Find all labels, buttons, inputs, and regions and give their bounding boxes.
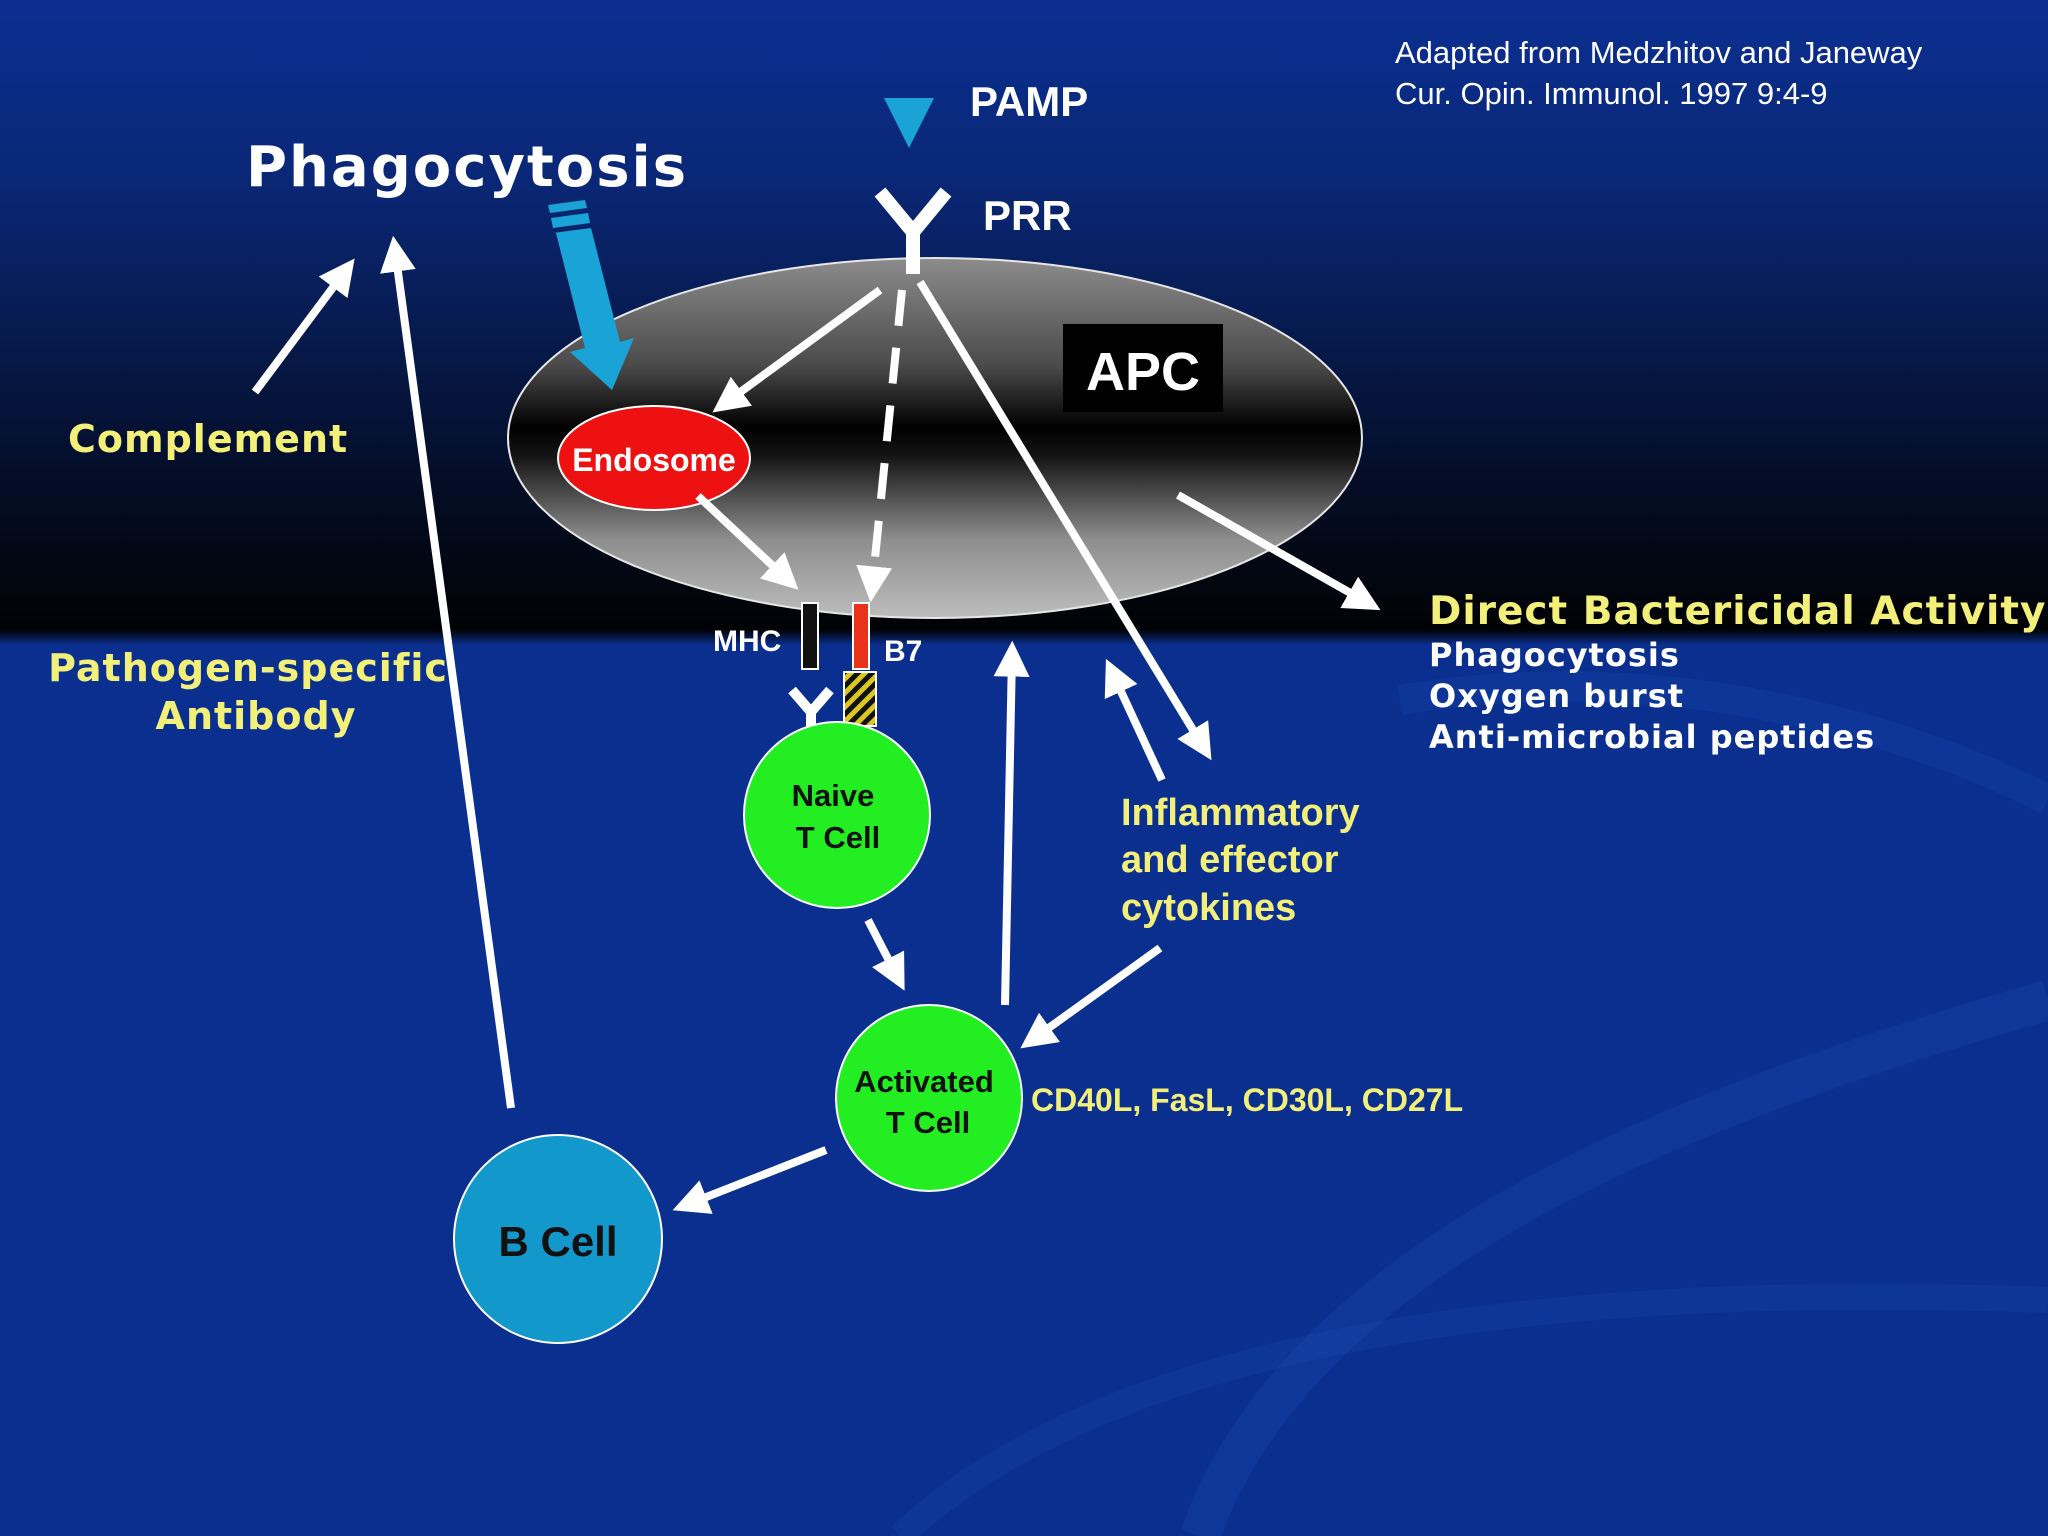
arrow-apc-to-bactericidal [1176, 491, 1381, 611]
pathogen-antibody-label-1: Pathogen-specific [48, 646, 448, 690]
activated-t-cell [835, 1004, 1023, 1192]
arrow-cytokines-to-apc [1104, 658, 1166, 782]
b7-label: B7 [884, 635, 922, 668]
arrow-activated-to-bcell [672, 1146, 828, 1214]
b-cell-label: B Cell [498, 1218, 617, 1265]
phagocytosis-title: Phagocytosis [246, 135, 688, 200]
prr-label: PRR [983, 192, 1072, 239]
arrow-bcell-to-phagocytosis [380, 235, 515, 1109]
cytokines-label-2: and effector [1121, 839, 1339, 881]
naive-t-cell-label-2: T Cell [796, 820, 880, 855]
naive-t-cell [743, 721, 931, 909]
bactericidal-item: Phagocytosis [1429, 636, 1680, 674]
activated-t-cell-label-2: T Cell [886, 1105, 970, 1140]
mhc-molecule [801, 602, 819, 670]
endosome-label: Endosome [572, 442, 736, 478]
arrow-endosome-to-mhc [695, 493, 799, 590]
naive-t-cell-label-1: Naive [792, 778, 875, 813]
arrow-prr-to-endosome [712, 286, 883, 413]
activated-t-cell-label-1: Activated [854, 1064, 994, 1099]
apc-label: APC [1086, 342, 1200, 402]
bactericidal-title: Direct Bactericidal Activity [1429, 589, 2046, 634]
pathogen-antibody-label-2: Antibody [156, 694, 357, 738]
bactericidal-item: Oxygen burst [1429, 677, 1684, 715]
mhc-label: MHC [713, 625, 781, 658]
arrow-complement-to-phagocytosis [251, 258, 355, 395]
citation-line-2: Cur. Opin. Immunol. 1997 9:4-9 [1395, 76, 1828, 111]
arrow-activated-to-apc [993, 640, 1030, 1006]
complement-label: Complement [68, 417, 348, 461]
cd28-receptor [843, 671, 877, 727]
pamp-label: PAMP [970, 78, 1088, 125]
arrow-naive-to-activated [864, 918, 905, 991]
apc-label-box [1063, 324, 1223, 412]
decorative-swirl [891, 1283, 2048, 1536]
pamp-triangle-icon [884, 98, 934, 148]
decorative-swirl [1181, 980, 2048, 1536]
decorative-swirl [1397, 671, 2048, 814]
b7-molecule [852, 602, 870, 670]
cytokines-label-1: Inflammatory [1121, 792, 1360, 834]
arrow-prr-to-b7-dashed [856, 289, 906, 603]
phagocytosis-arrow-icon [548, 200, 634, 390]
prr-receptor-icon [874, 187, 952, 274]
b-cell [453, 1134, 663, 1344]
ligands-label: CD40L, FasL, CD30L, CD27L [1031, 1082, 1463, 1118]
endosome [557, 405, 751, 511]
bactericidal-item: Anti-microbial peptides [1429, 718, 1875, 756]
arrow-prr-to-cytokines [916, 279, 1212, 761]
arrow-cytokines-to-activated [1020, 944, 1163, 1049]
citation-line-1: Adapted from Medzhitov and Janeway [1395, 35, 1923, 70]
cytokines-label-3: cytokines [1121, 887, 1296, 929]
